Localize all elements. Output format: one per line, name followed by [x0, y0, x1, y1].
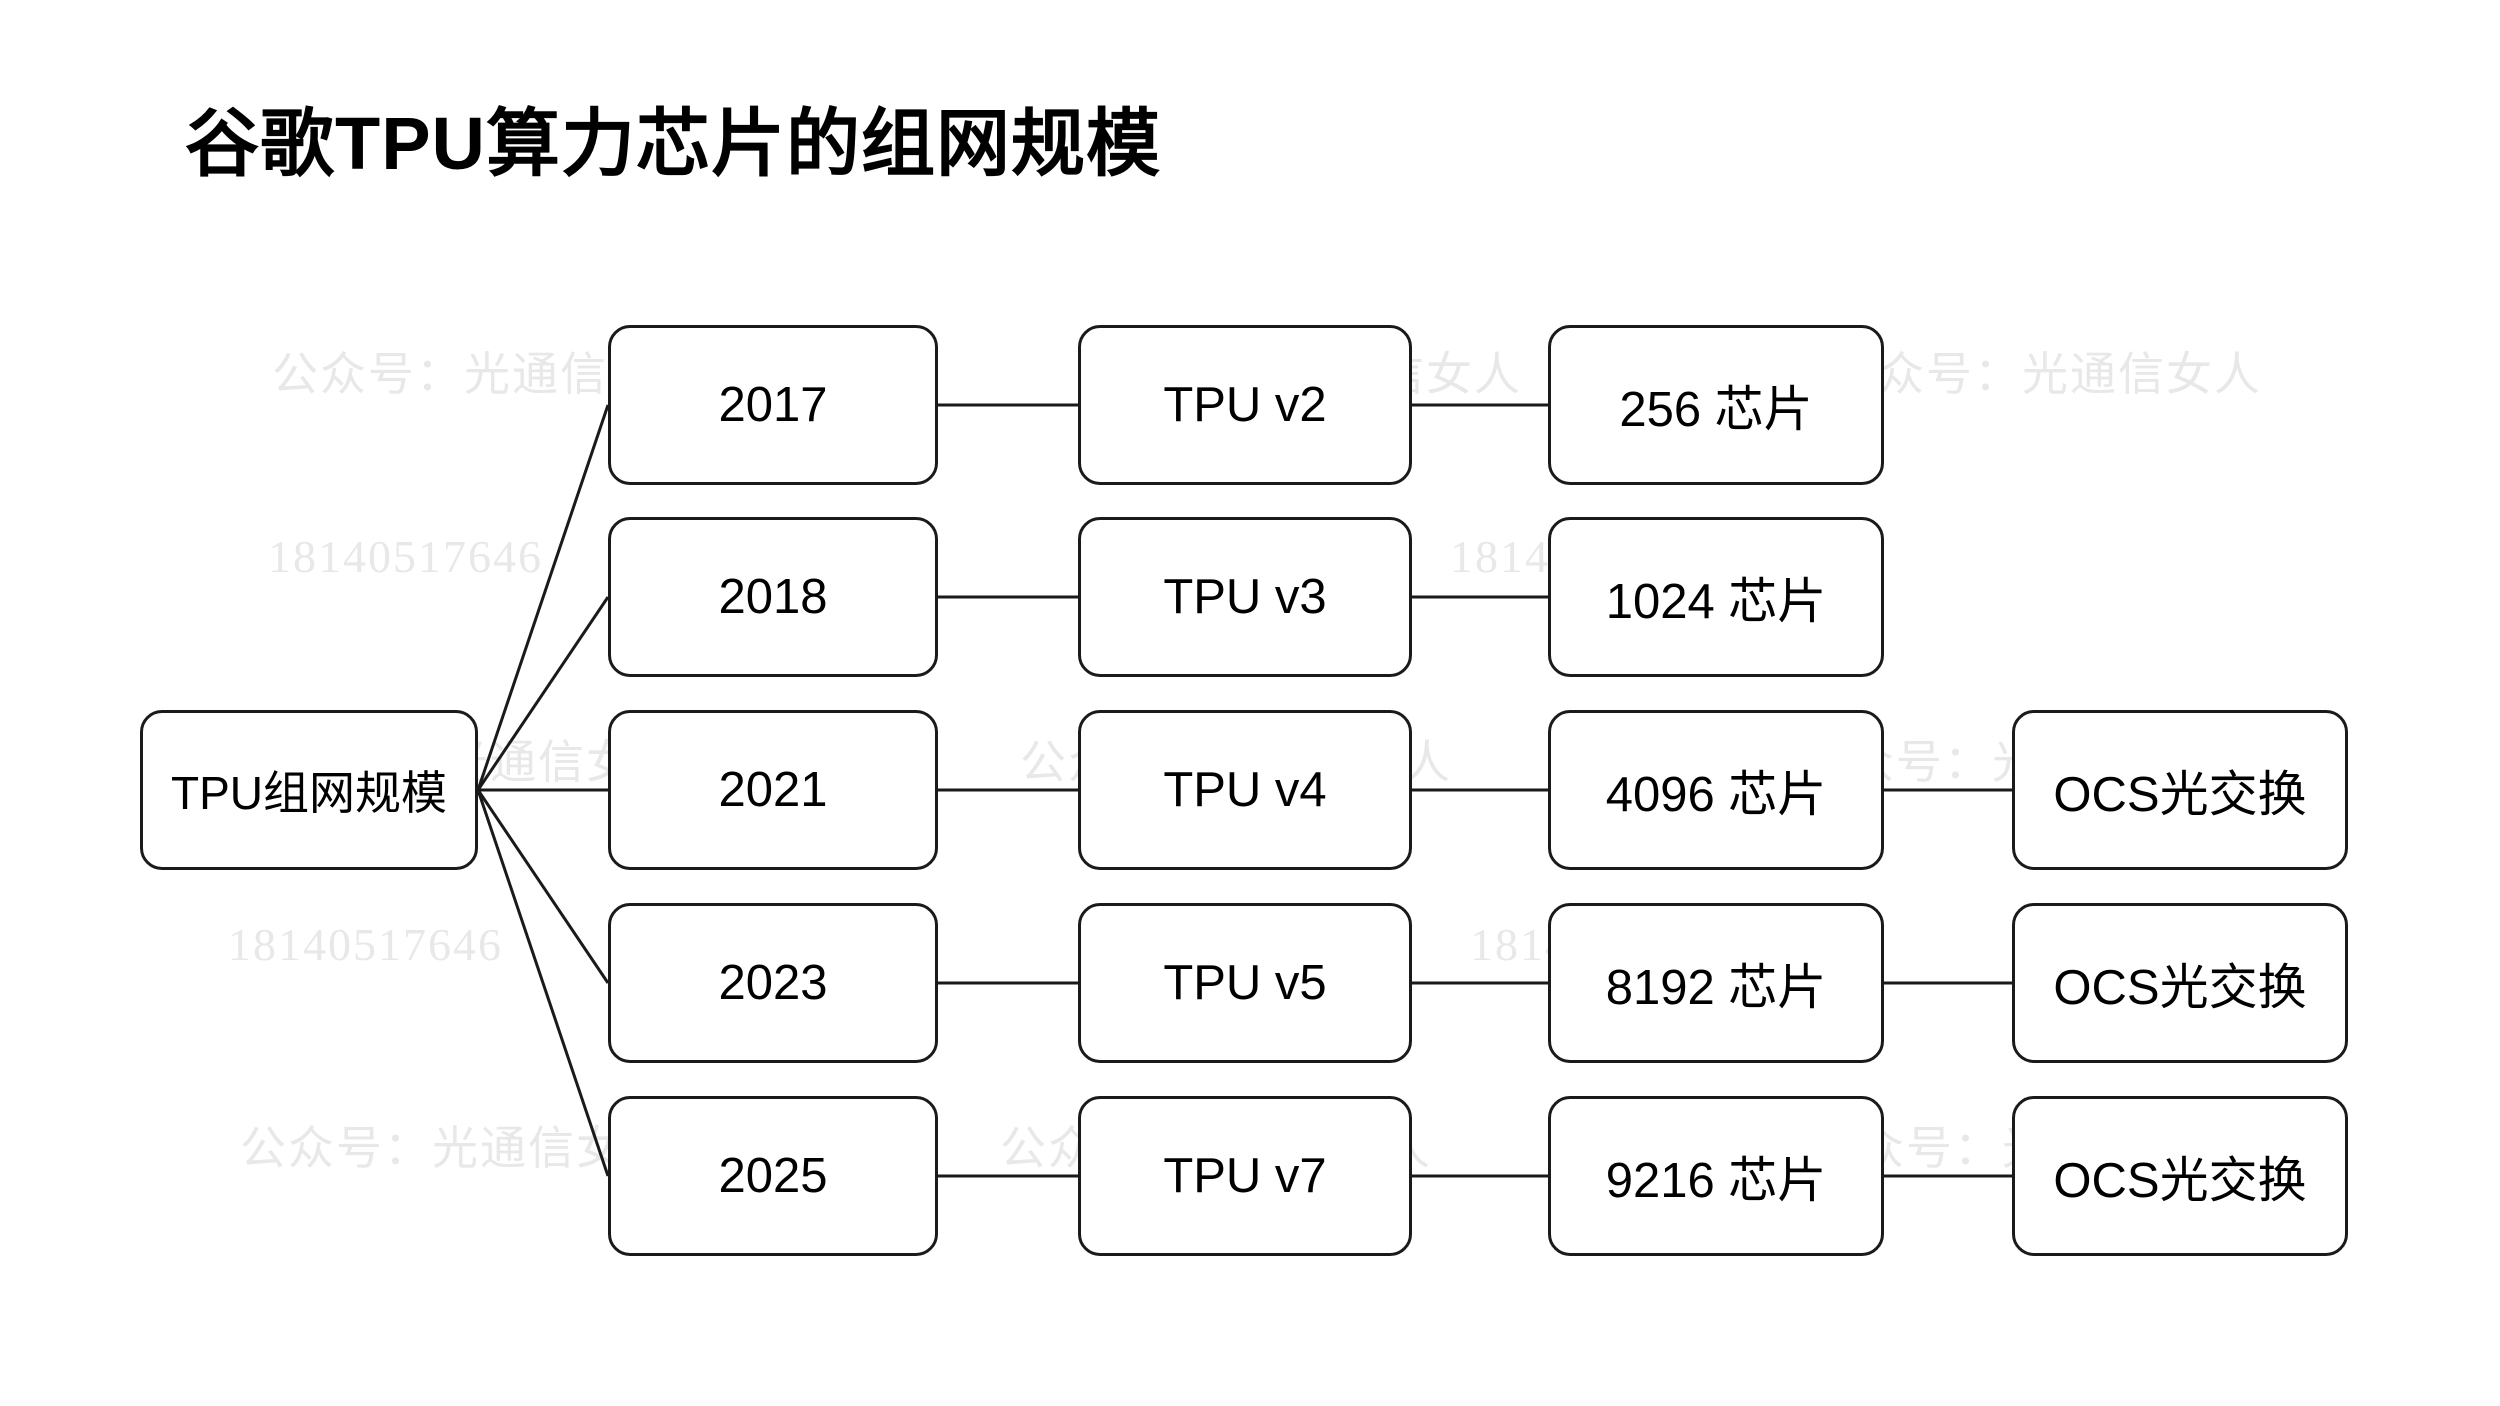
connector-root-to-2025	[476, 789, 610, 1177]
node-year-2017[interactable]: 2017	[608, 325, 938, 485]
row-connectors	[938, 403, 2012, 1178]
node-label: 9216 芯片	[1605, 1153, 1827, 1208]
node-switch-ocs-2021[interactable]: OCS光交换	[2012, 710, 2348, 870]
node-version-tpu-v2[interactable]: TPU v2	[1078, 325, 1412, 485]
node-label: TPU v3	[1163, 570, 1327, 624]
node-switch-ocs-2023[interactable]: OCS光交换	[2012, 903, 2348, 1063]
node-chips-8192[interactable]: 8192 芯片	[1548, 903, 1884, 1063]
node-label: OCS光交换	[2053, 1153, 2307, 1208]
node-version-tpu-v4[interactable]: TPU v4	[1078, 710, 1412, 870]
node-label: 4096 芯片	[1605, 767, 1827, 822]
node-label: 2021	[718, 763, 828, 817]
node-root-tpu-network-scale[interactable]: TPU组网规模	[140, 710, 478, 870]
node-label: 2025	[718, 1149, 828, 1203]
node-year-2021[interactable]: 2021	[608, 710, 938, 870]
node-version-tpu-v7[interactable]: TPU v7	[1078, 1096, 1412, 1256]
node-label: OCS光交换	[2053, 767, 2307, 822]
node-year-2018[interactable]: 2018	[608, 517, 938, 677]
node-label: 2023	[718, 956, 828, 1010]
page-title: 谷歌TPU算力芯片的组网规模	[185, 102, 1161, 185]
node-label: TPU v5	[1163, 956, 1327, 1010]
node-version-tpu-v3[interactable]: TPU v3	[1078, 517, 1412, 677]
node-label: 1024 芯片	[1605, 574, 1827, 629]
connector-root-to-2023	[476, 789, 610, 984]
node-label: TPU v7	[1163, 1149, 1327, 1203]
node-label: 256 芯片	[1619, 382, 1813, 437]
node-switch-ocs-2025[interactable]: OCS光交换	[2012, 1096, 2348, 1256]
node-label: 2017	[718, 378, 828, 432]
root-branch-connectors	[476, 404, 610, 1177]
node-chips-4096[interactable]: 4096 芯片	[1548, 710, 1884, 870]
node-chips-1024[interactable]: 1024 芯片	[1548, 517, 1884, 677]
node-label: 8192 芯片	[1605, 960, 1827, 1015]
connector-root-to-2018	[476, 596, 610, 791]
connector-root-to-2017	[476, 404, 610, 791]
node-label: TPU v2	[1163, 378, 1327, 432]
node-chips-256[interactable]: 256 芯片	[1548, 325, 1884, 485]
node-chips-9216[interactable]: 9216 芯片	[1548, 1096, 1884, 1256]
node-label: OCS光交换	[2053, 960, 2307, 1015]
node-label: TPU v4	[1163, 763, 1327, 817]
node-year-2023[interactable]: 2023	[608, 903, 938, 1063]
node-label: TPU组网规模	[171, 767, 447, 819]
node-version-tpu-v5[interactable]: TPU v5	[1078, 903, 1412, 1063]
node-label: 2018	[718, 570, 828, 624]
node-year-2025[interactable]: 2025	[608, 1096, 938, 1256]
